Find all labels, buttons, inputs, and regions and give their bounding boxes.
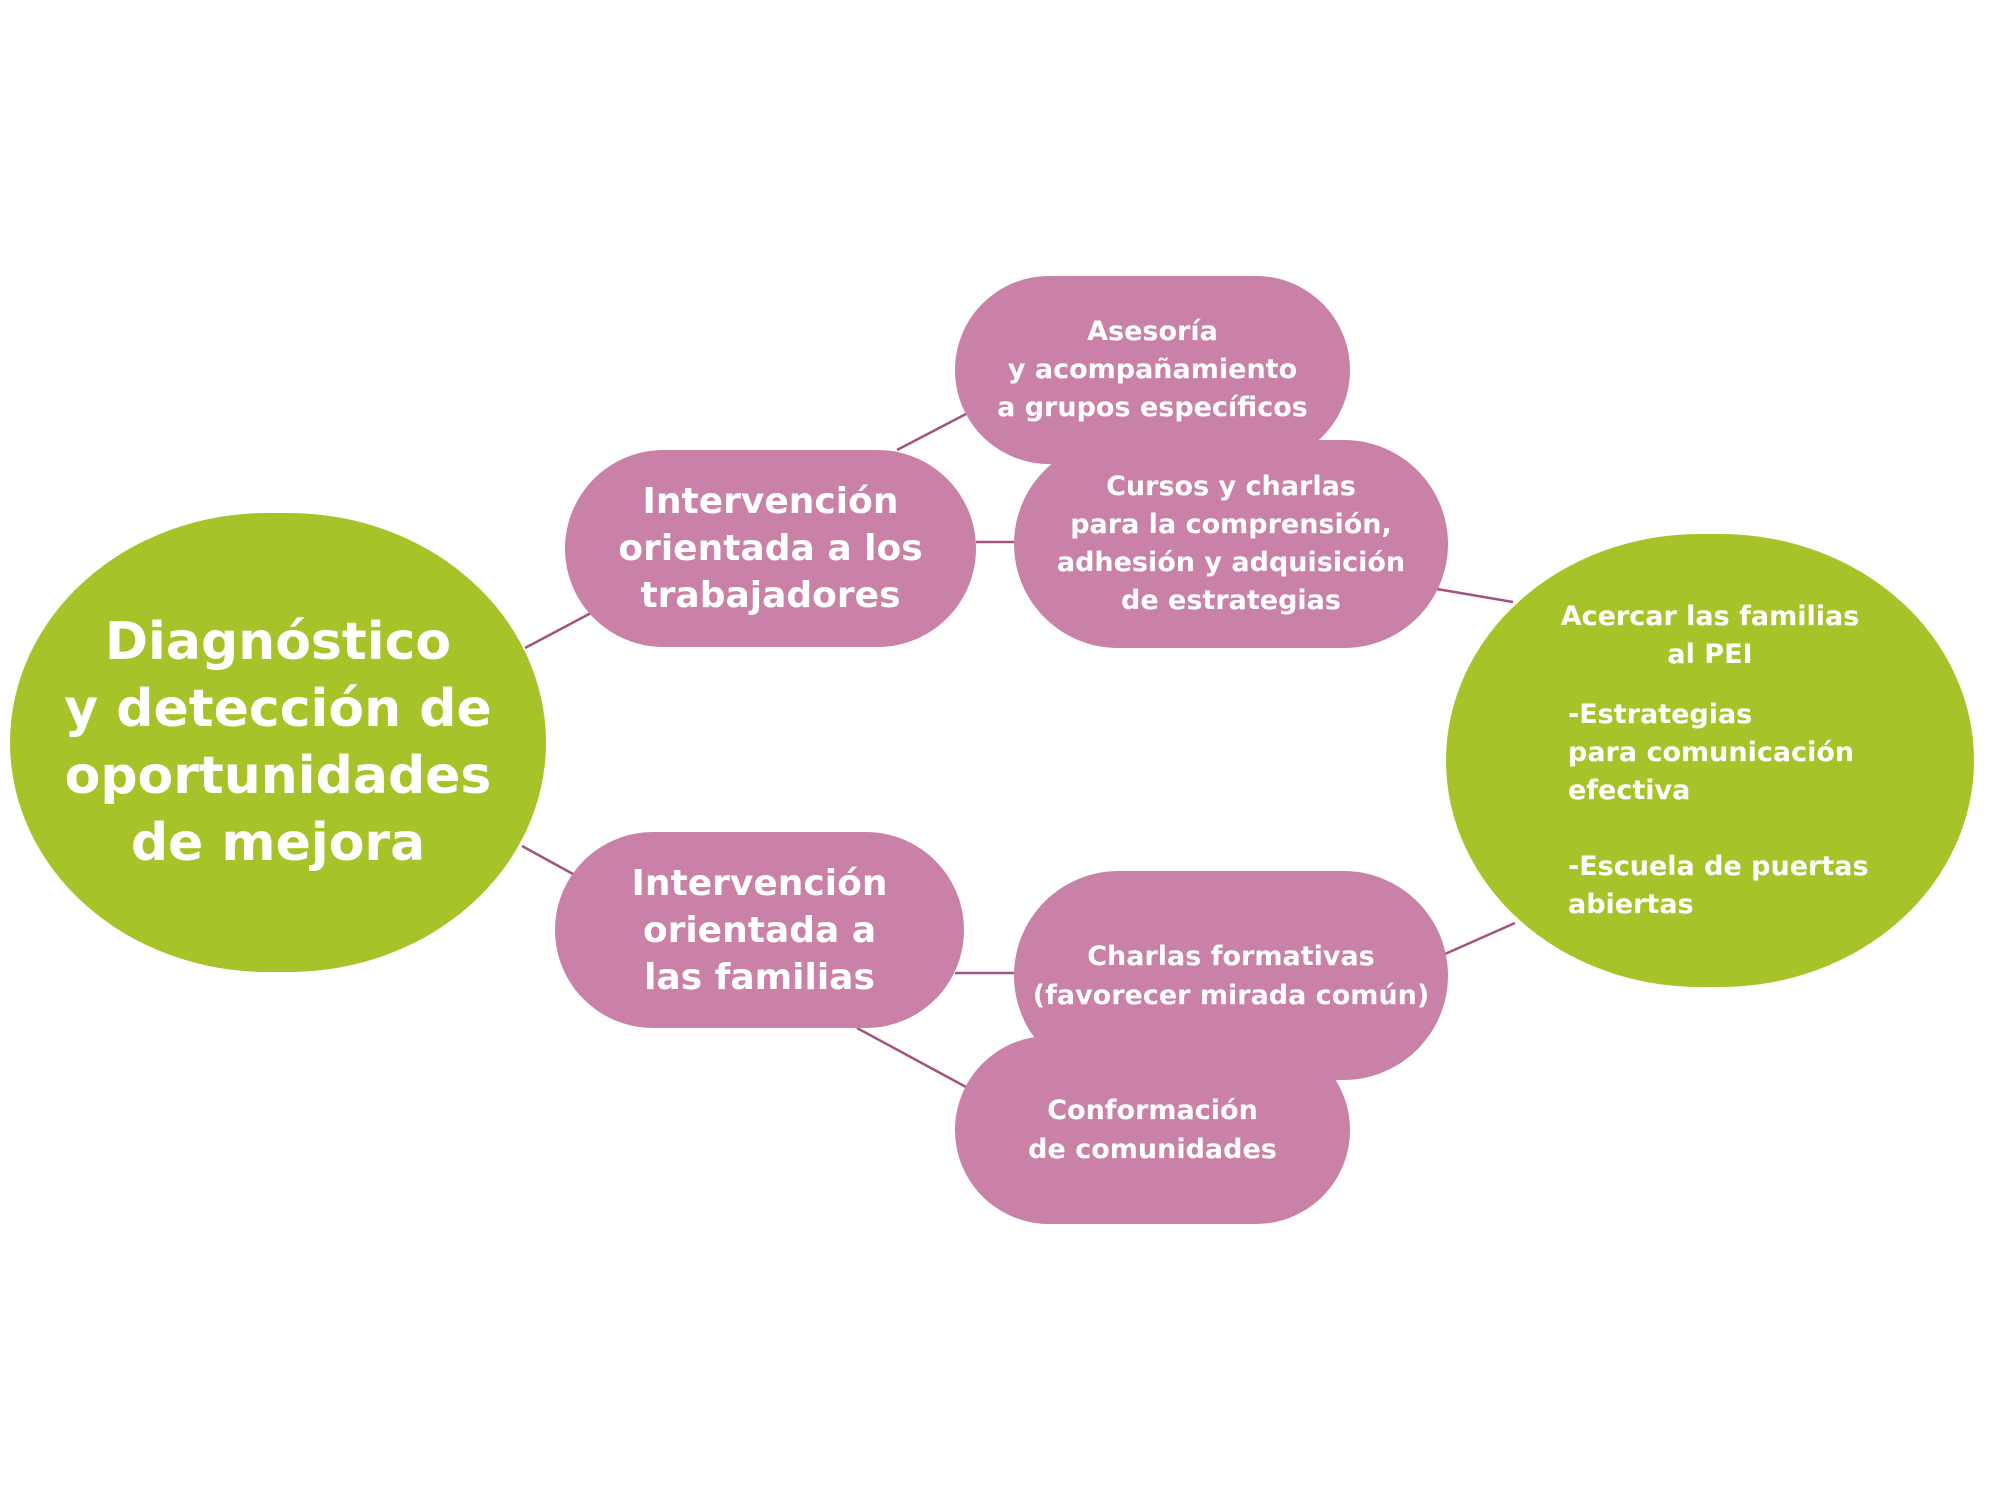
leaf-label: Conformación de comunidades (1028, 1095, 1277, 1165)
root-label: Diagnóstico y detección de oportunidades… (64, 611, 492, 873)
leaf-label: Cursos y charlas para la comprensión, ad… (1056, 471, 1406, 616)
goal-node: Acercar las familias al PEI -Estrategias… (1446, 534, 1974, 987)
branch-label: Intervención orientada a los trabajadore… (618, 481, 923, 616)
leaf-label: Charlas formativas (favorecer mirada com… (1032, 940, 1430, 1011)
goal-title: Acercar las familias al PEI (1560, 600, 1860, 670)
branch-node-families: Intervención orientada a las familias (555, 832, 964, 1028)
connector-charlas-goal (1444, 921, 1516, 956)
branch-label: Intervención orientada a las familias (631, 862, 888, 998)
connector-cursos-goal (1436, 587, 1514, 604)
root-node: Diagnóstico y detección de oportunidades… (10, 513, 546, 972)
connector-workers-asesoria (896, 412, 967, 452)
goal-bullet: -Escuela de puertas abiertas (1568, 850, 1869, 920)
connector-families-conformacion (856, 1026, 967, 1089)
leaf-node-asesoria: Asesoría y acompañamiento a grupos espec… (955, 276, 1350, 464)
leaf-node-charlas: Charlas formativas (favorecer mirada com… (1014, 871, 1448, 1080)
connector-root-families (521, 844, 574, 876)
goal-bullet: -Estrategias para comunicación efectiva (1568, 698, 1855, 806)
leaf-label: Asesoría y acompañamiento a grupos espec… (997, 316, 1308, 423)
connector-root-workers (524, 611, 592, 650)
leaf-node-cursos: Cursos y charlas para la comprensión, ad… (1014, 440, 1448, 648)
branch-node-workers: Intervención orientada a los trabajadore… (565, 450, 976, 647)
